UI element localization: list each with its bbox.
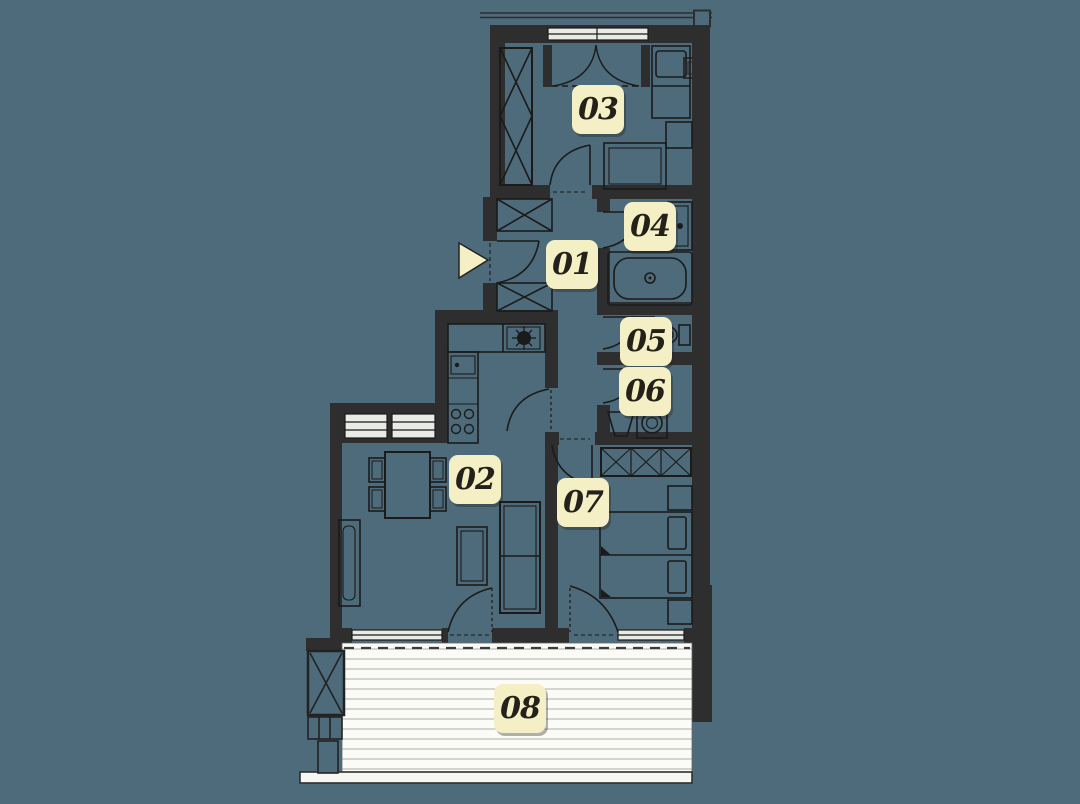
terrace-door-07 [569, 585, 619, 636]
nightstand-07-bottom [667, 599, 693, 625]
wardrobe-03 [499, 47, 533, 186]
coffee-table [456, 526, 488, 586]
room-label-02: 02 [449, 455, 501, 504]
window-band-left-1 [344, 413, 388, 439]
wardrobe-07 [600, 447, 692, 477]
hall-closet-upper [496, 198, 553, 232]
room-07-furniture [551, 438, 693, 636]
terrace-planter [307, 716, 343, 774]
room-label-08: 08 [494, 684, 546, 733]
window-bedroom-07-bottom [617, 629, 685, 641]
room-03-furniture [499, 44, 693, 193]
bed-03 [651, 45, 691, 119]
room-label-05: 05 [620, 317, 672, 366]
window-room-03-top [547, 27, 649, 41]
kitchen-sink [512, 326, 536, 350]
tv-shelf [499, 501, 541, 614]
double-bed-07 [599, 511, 693, 599]
room-label-06: 06 [619, 367, 671, 416]
kitchen-door [506, 388, 552, 432]
terrace-door-02 [447, 587, 493, 636]
room-label-07: 07 [557, 478, 609, 527]
entrance-arrow-icon [458, 241, 490, 280]
room-label-03: 03 [572, 85, 624, 134]
sofa [338, 519, 361, 607]
stove [450, 408, 475, 435]
entrance-door [489, 240, 540, 284]
terrace-bottom-edge [299, 771, 693, 784]
roof-ledge [480, 9, 712, 79]
kitchen-counter [447, 323, 546, 444]
room-label-01: 01 [546, 240, 598, 289]
desk-03 [603, 142, 667, 190]
room-01-furniture [458, 198, 553, 312]
bathtub [607, 251, 693, 306]
hall-closet-lower [496, 282, 553, 312]
nightstand-03 [665, 121, 693, 149]
window-band-left-2 [391, 413, 436, 439]
curtain-closet-03 [543, 44, 650, 87]
windows [344, 27, 685, 641]
window-living-room-bottom [351, 629, 443, 641]
room-02-furniture [338, 323, 552, 636]
door-hall-to-03 [549, 144, 591, 193]
room-04-furniture [602, 201, 693, 306]
nightstand-07-top [667, 485, 693, 511]
dining-table [384, 451, 431, 519]
dining-chairs [368, 457, 447, 512]
room-label-04: 04 [624, 202, 676, 251]
terrace-storage-closet [306, 649, 346, 717]
